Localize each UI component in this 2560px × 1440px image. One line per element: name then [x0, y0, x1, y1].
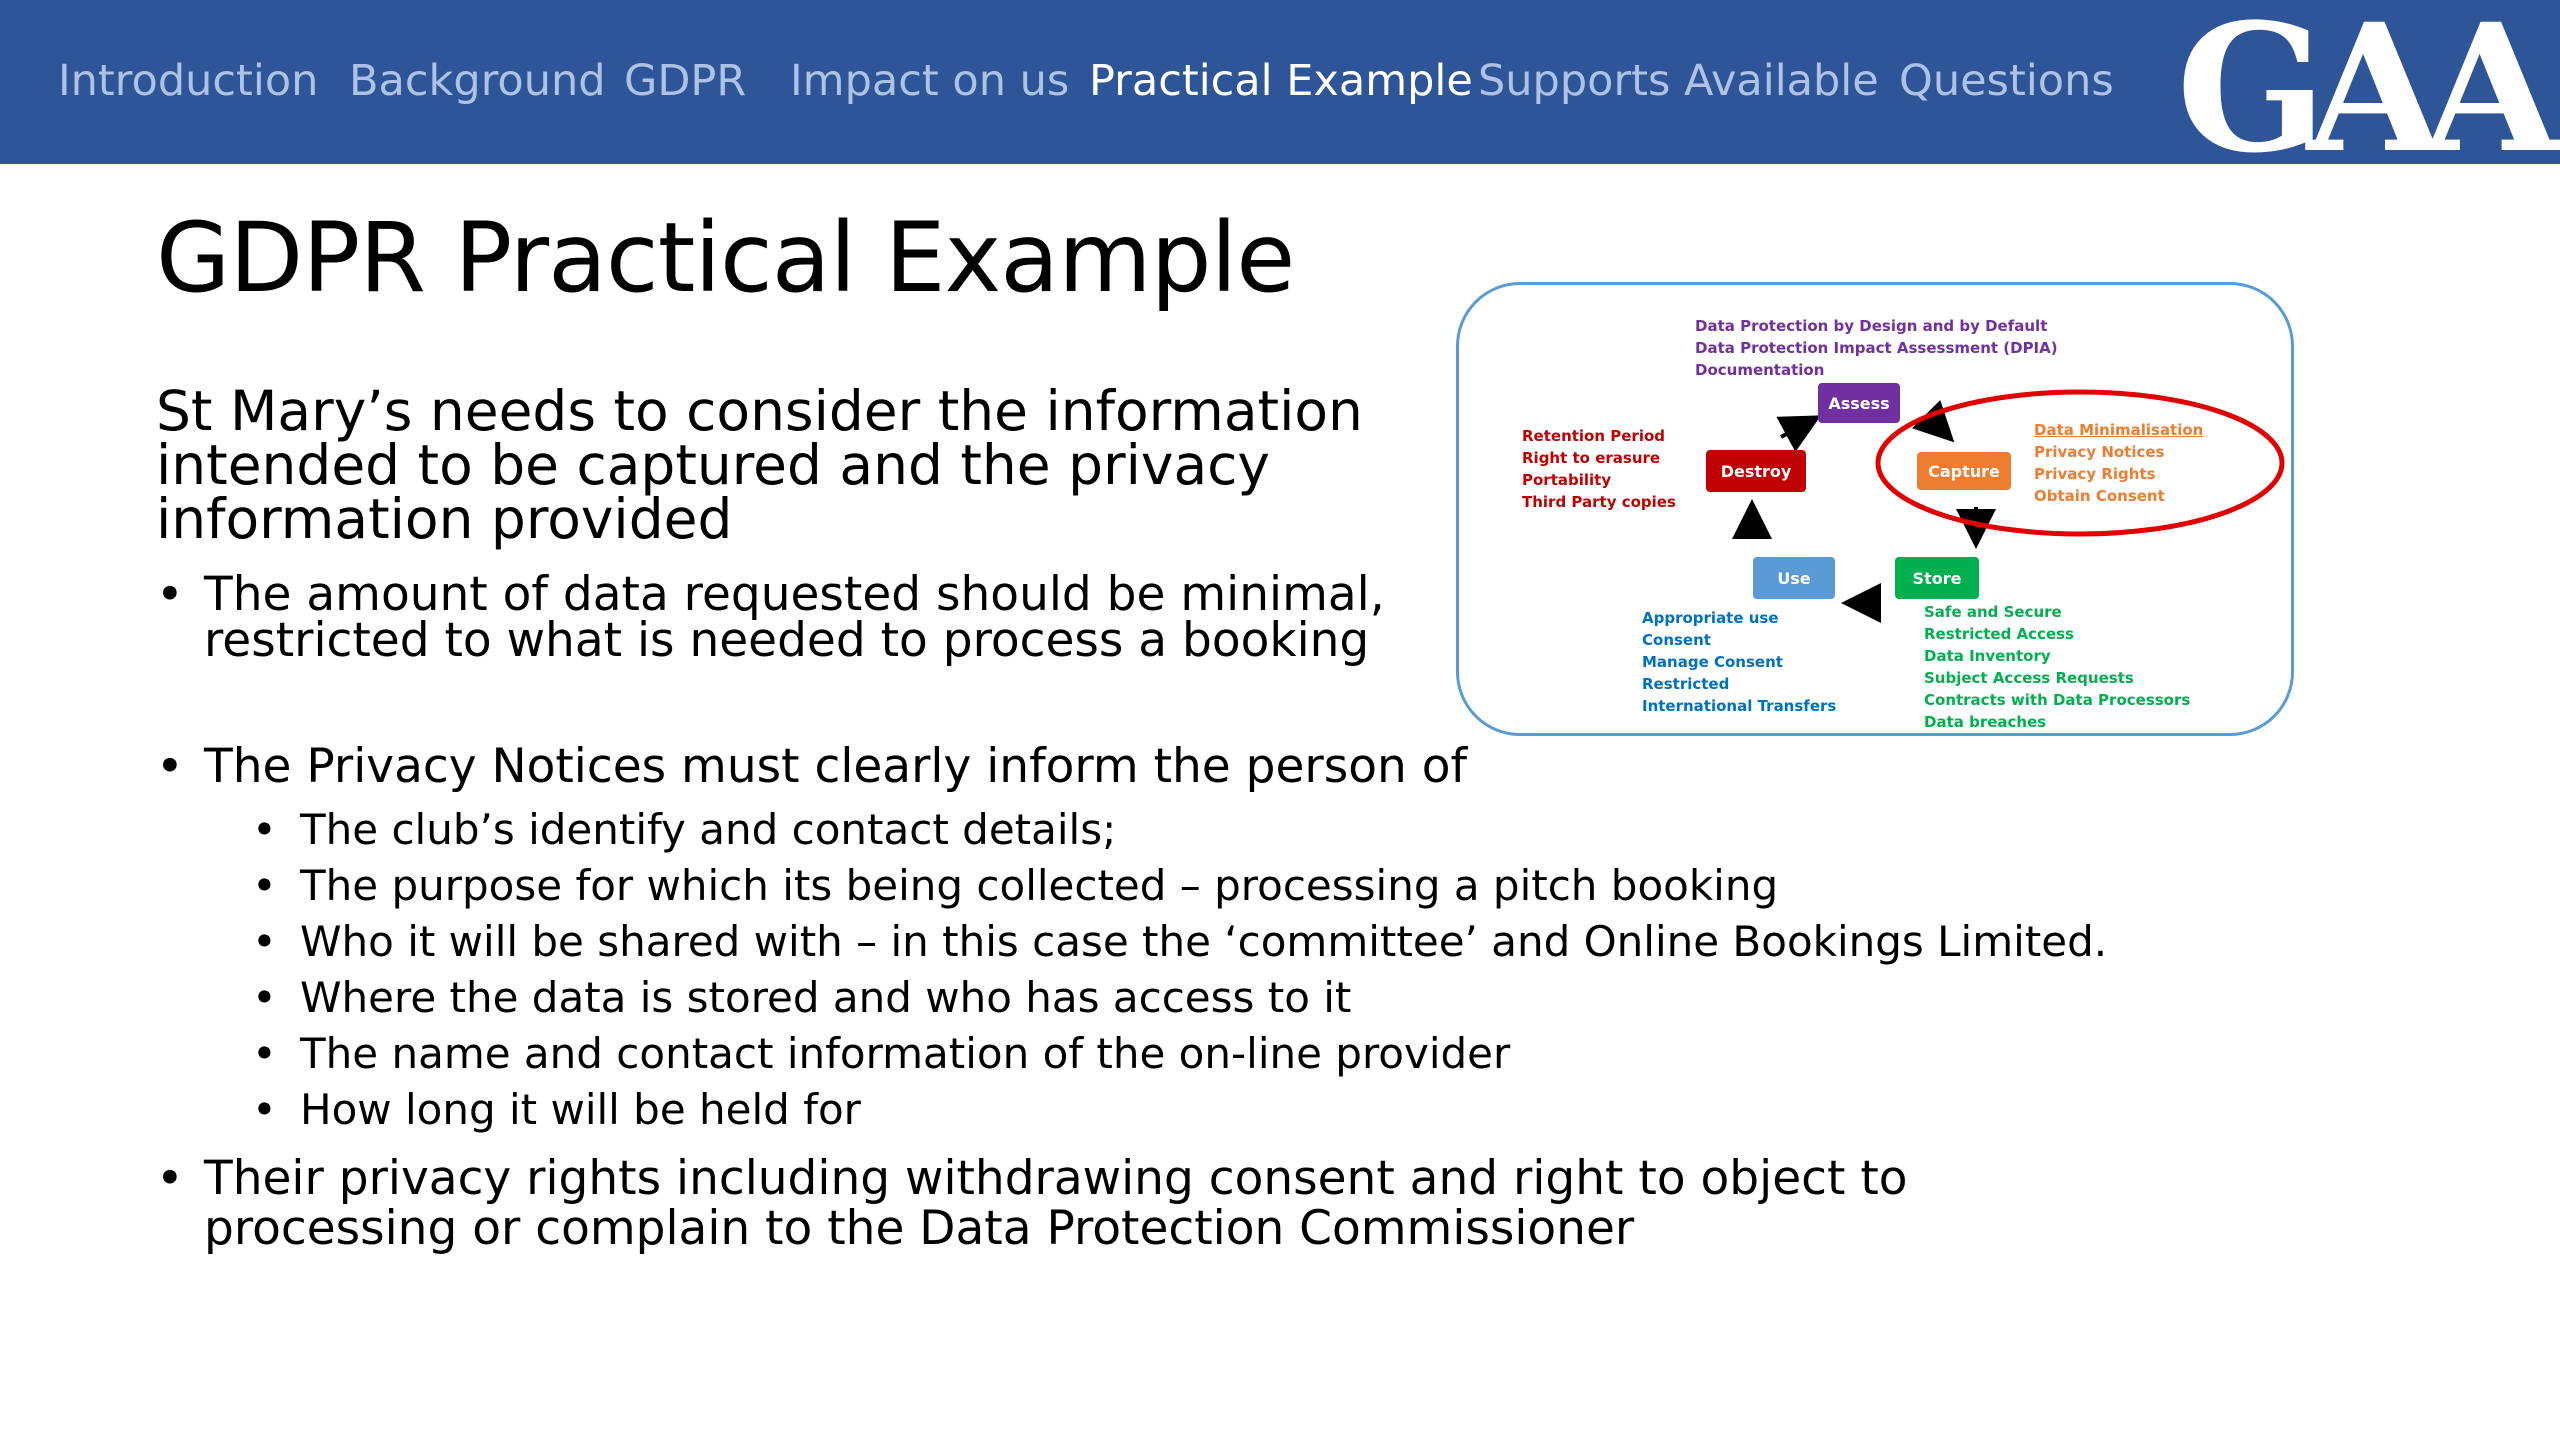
- sub-bullet-club-identity: • The club’s identify and contact detail…: [252, 806, 1116, 854]
- gaa-logo: GAA: [2176, 0, 2560, 164]
- bullet-text: The amount of data requested should be m…: [204, 567, 1385, 668]
- slide-title: GDPR Practical Example: [156, 202, 1295, 314]
- nav-background[interactable]: Background: [349, 56, 606, 106]
- store-box: Store: [1895, 557, 1979, 599]
- sub-bullet-text: The name and contact information of the …: [300, 1029, 1511, 1078]
- nav-impact-on-us[interactable]: Impact on us: [790, 56, 1070, 106]
- bullet-dot: •: [156, 739, 184, 794]
- bullet-text: The Privacy Notices must clearly inform …: [204, 739, 1468, 794]
- bullet-dot: •: [252, 973, 277, 1022]
- use-notes: Appropriate use Consent Manage Consent R…: [1642, 609, 1837, 715]
- capture-highlight-ellipse: [1875, 389, 2285, 537]
- sub-bullet-storage: • Where the data is stored and who has a…: [252, 974, 1351, 1022]
- capture-notes: Data Minimalisation Privacy Notices Priv…: [2034, 421, 2204, 505]
- bullet-minimal-data: • The amount of data requested should be…: [156, 567, 1396, 668]
- bullet-dot: •: [252, 861, 277, 910]
- arrow-destroy-to-assess: [1776, 415, 1822, 452]
- bullet-dot: •: [252, 1029, 277, 1078]
- sub-bullet-provider: • The name and contact information of th…: [252, 1030, 1510, 1078]
- bullet-dot: •: [252, 917, 277, 966]
- bullet-privacy-rights: • Their privacy rights including withdra…: [156, 1154, 2056, 1254]
- use-box: Use: [1753, 557, 1835, 599]
- bullet-dot: •: [252, 1085, 277, 1134]
- destroy-box: Destroy: [1706, 450, 1806, 492]
- sub-bullet-text: The purpose for which its being collecte…: [300, 861, 1779, 910]
- assess-notes: Data Protection by Design and by Default…: [1695, 317, 2058, 379]
- intro-text: St Mary’s needs to consider the informat…: [156, 379, 1363, 551]
- capture-box: Capture: [1917, 452, 2011, 490]
- sub-bullet-purpose: • The purpose for which its being collec…: [252, 862, 1778, 910]
- data-lifecycle-diagram: Data Protection by Design and by Default…: [1456, 282, 2294, 736]
- sub-bullet-text: Who it will be shared with – in this cas…: [300, 917, 2108, 966]
- store-notes: Safe and Secure Restricted Access Data I…: [1924, 603, 2191, 731]
- assess-box: Assess: [1818, 383, 1900, 423]
- bullet-privacy-notices: • The Privacy Notices must clearly infor…: [156, 739, 1536, 794]
- top-nav-bar: Introduction Background GDPR Impact on u…: [0, 0, 2560, 164]
- nav-questions[interactable]: Questions: [1899, 56, 2114, 106]
- sub-bullet-shared-with: • Who it will be shared with – in this c…: [252, 918, 2107, 966]
- sub-bullet-text: How long it will be held for: [300, 1085, 861, 1134]
- bullet-dot: •: [252, 805, 277, 854]
- sub-bullet-retention: • How long it will be held for: [252, 1086, 861, 1134]
- sub-bullet-text: Where the data is stored and who has acc…: [300, 973, 1352, 1022]
- logo-text: GAA: [2176, 0, 2560, 164]
- sub-bullet-text: The club’s identify and contact details;: [300, 805, 1117, 854]
- nav-supports-available[interactable]: Supports Available: [1478, 56, 1879, 106]
- destroy-notes: Retention Period Right to erasure Portab…: [1522, 427, 1676, 511]
- nav-gdpr[interactable]: GDPR: [624, 56, 747, 106]
- bullet-dot: •: [156, 567, 184, 622]
- nav-introduction[interactable]: Introduction: [58, 56, 319, 106]
- bullet-text: Their privacy rights including withdrawi…: [204, 1151, 1908, 1256]
- bullet-dot: •: [156, 1151, 184, 1206]
- nav-practical-example[interactable]: Practical Example: [1089, 56, 1473, 106]
- diagram-arrows: [1732, 389, 2285, 623]
